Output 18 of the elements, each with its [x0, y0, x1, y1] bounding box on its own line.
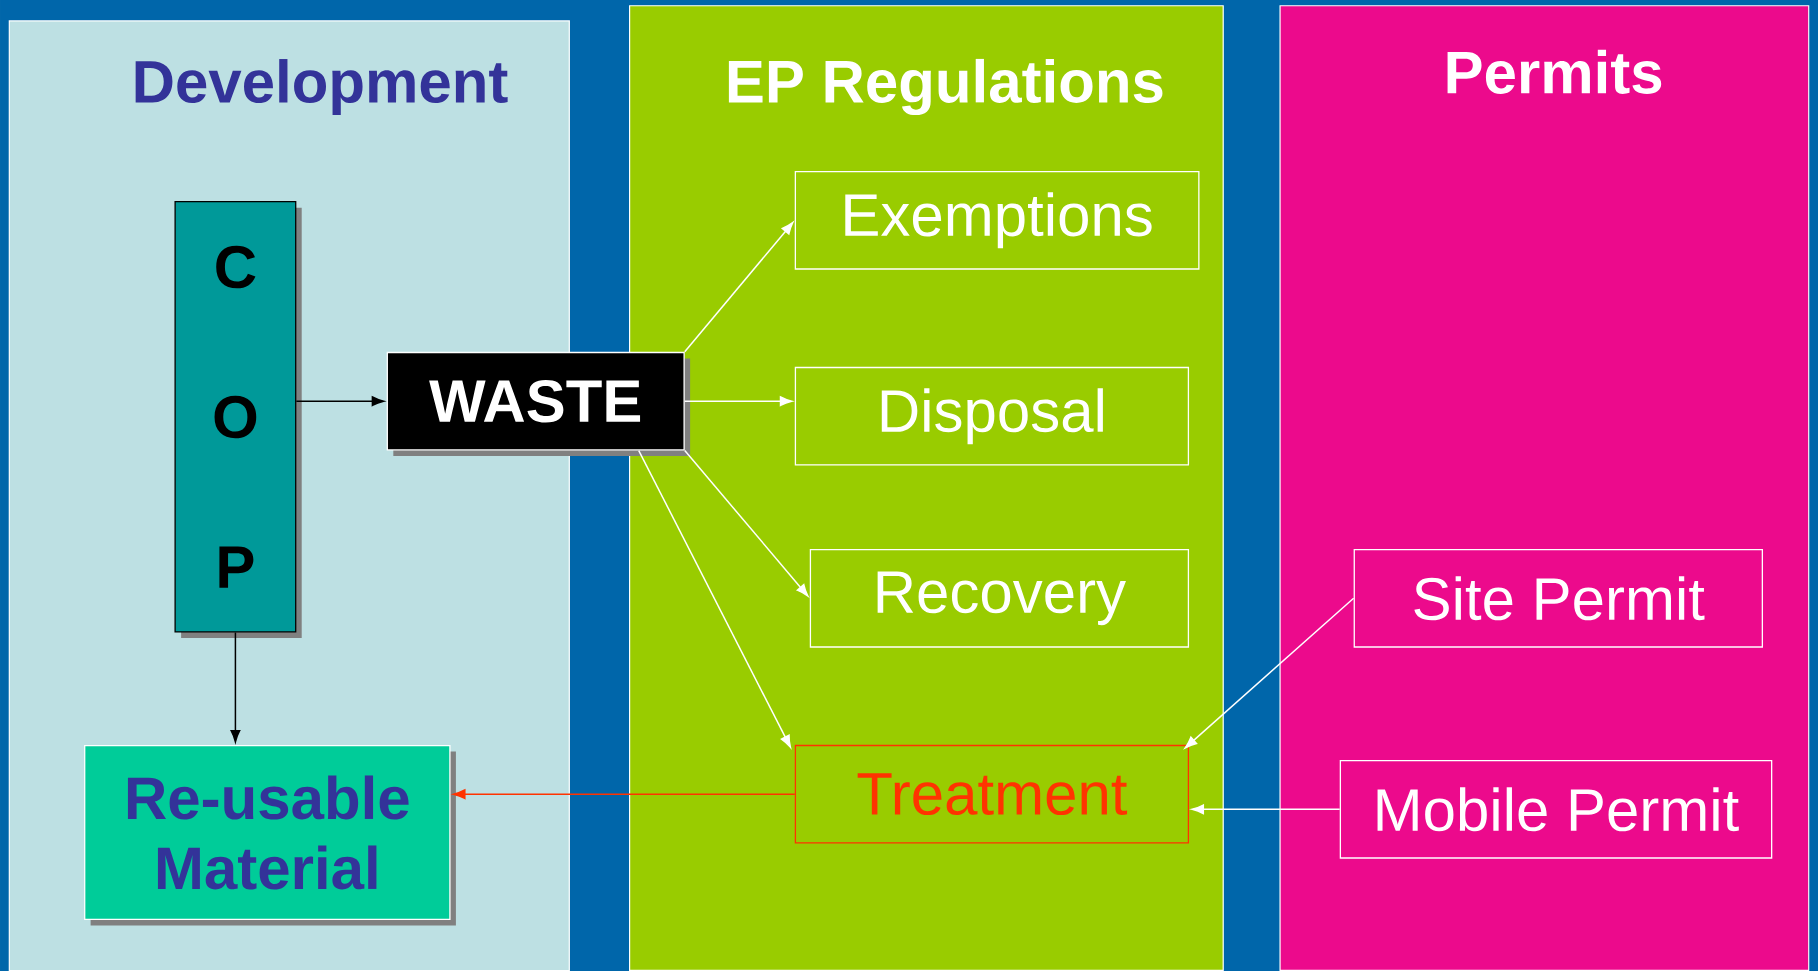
- process-box: Site Permit: [1353, 548, 1763, 648]
- process-box: Treatment: [794, 744, 1190, 844]
- arrow: [684, 221, 794, 353]
- process-box: WASTE: [386, 351, 691, 456]
- process-box: Recovery: [809, 548, 1190, 648]
- arrow: [1184, 597, 1355, 749]
- arrow: [684, 396, 793, 407]
- arrow: [452, 789, 796, 800]
- arrow: [1191, 804, 1341, 815]
- process-box: Exemptions: [794, 170, 1200, 270]
- arrow: [684, 449, 809, 597]
- process-box: Re-usable Material: [84, 744, 456, 926]
- arrow: [638, 449, 792, 748]
- arrow: [230, 631, 241, 743]
- arrow: [295, 396, 385, 407]
- process-box: Disposal: [794, 366, 1190, 466]
- process-box: C O P: [174, 201, 302, 638]
- process-box: Mobile Permit: [1339, 759, 1773, 859]
